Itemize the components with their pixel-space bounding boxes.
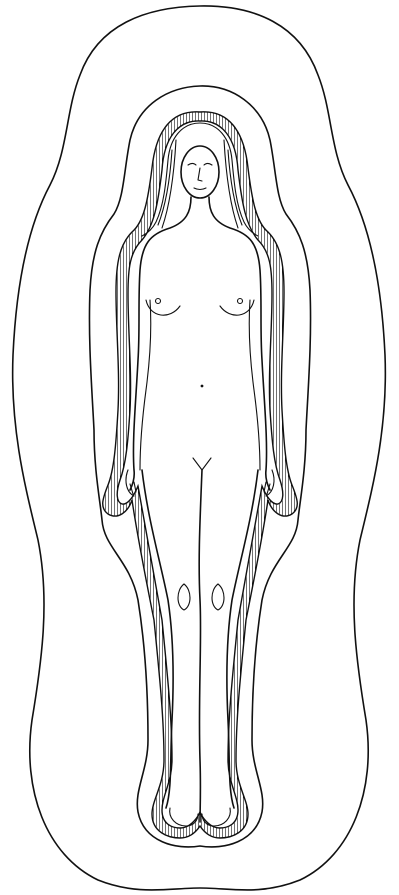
hair-strands <box>158 140 242 228</box>
groin <box>193 458 211 470</box>
left-nipple <box>156 299 161 304</box>
left-arm-inner <box>140 300 151 470</box>
left-foot <box>170 808 198 826</box>
left-knee <box>178 584 190 610</box>
right-knee <box>212 584 224 610</box>
right-nipple <box>238 299 243 304</box>
face <box>181 146 219 198</box>
mouth <box>194 188 206 190</box>
right-foot <box>202 808 230 826</box>
navel <box>201 385 204 388</box>
inner-legs <box>199 470 202 822</box>
right-arm-inner <box>249 300 260 470</box>
outer-aura <box>13 6 386 890</box>
eyes <box>188 164 212 166</box>
nose <box>198 168 202 181</box>
